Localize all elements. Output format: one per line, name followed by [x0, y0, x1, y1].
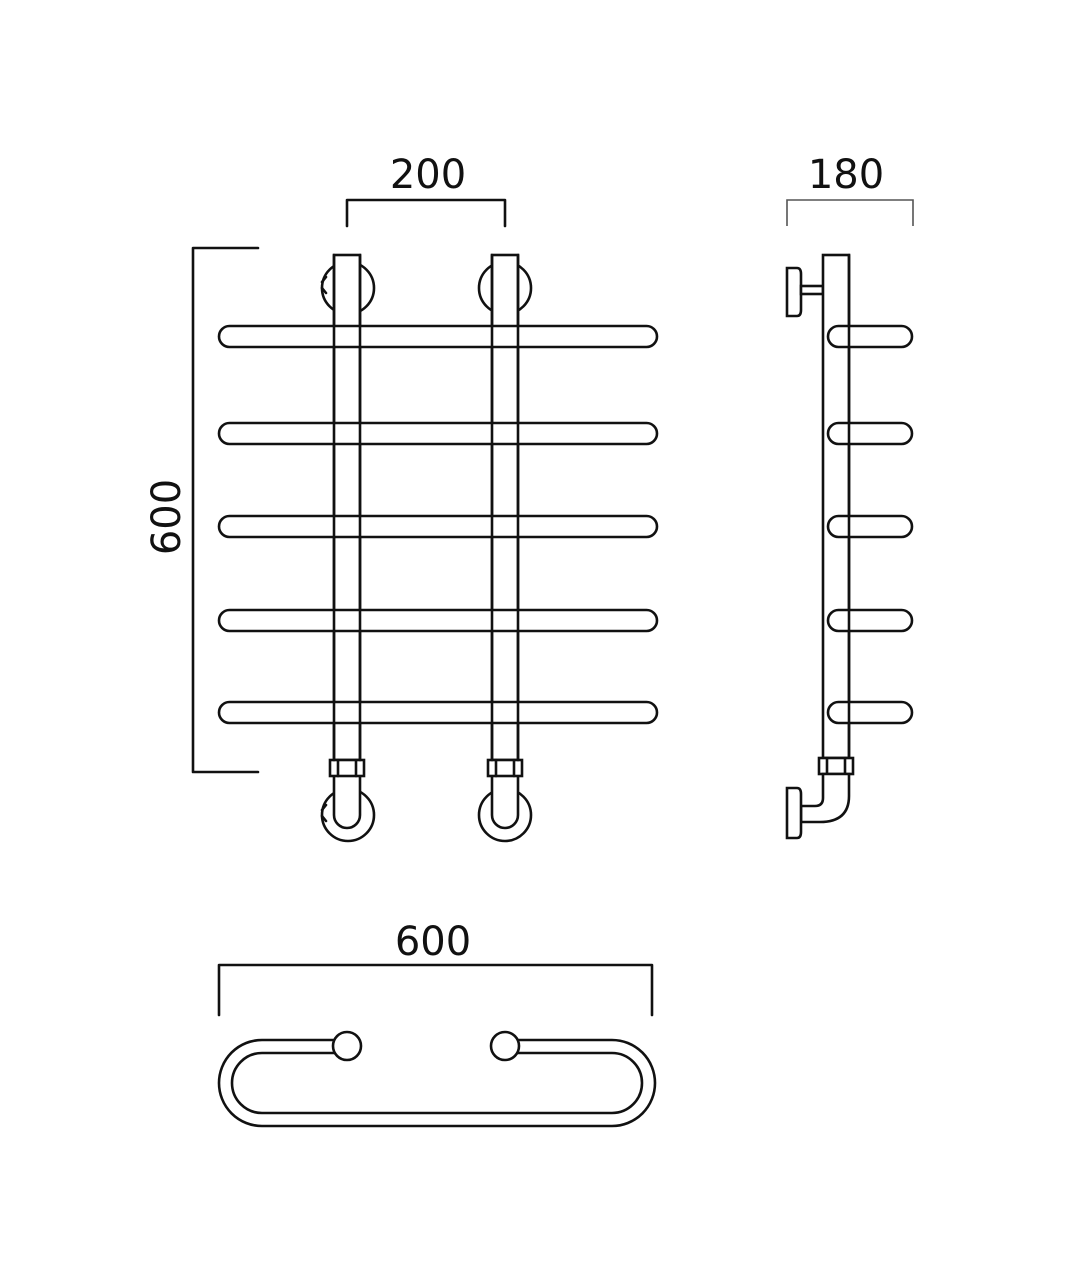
dimension-top-width: 600 — [217, 919, 654, 1017]
side-nut-fitting — [817, 756, 855, 776]
top-view-outer-loop — [217, 1038, 657, 1128]
dimension-front-height: 600 — [144, 246, 260, 774]
horizontal-bar-5 — [217, 700, 659, 725]
side-bracket-arm-top — [799, 284, 825, 296]
side-bar-3 — [826, 514, 914, 539]
u-bend-right — [490, 773, 520, 830]
top-view — [217, 1030, 657, 1128]
side-wall-bracket-top — [785, 266, 803, 318]
horizontal-bar-1 — [217, 324, 659, 349]
side-bar-1 — [826, 324, 914, 349]
side-bar-4 — [826, 608, 914, 633]
side-view — [785, 253, 914, 840]
nut-fitting-right — [486, 758, 524, 778]
dimension-side-depth-label: 180 — [808, 152, 884, 198]
side-bar-5 — [826, 700, 914, 725]
horizontal-bar-4 — [217, 608, 659, 633]
horizontal-bar-3 — [217, 514, 659, 539]
dimension-front-width: 200 — [345, 152, 507, 228]
dimension-top-width-label: 600 — [395, 919, 471, 965]
side-bar-2 — [826, 421, 914, 446]
top-view-mount-right — [489, 1030, 521, 1062]
top-view-mount-left — [331, 1030, 363, 1062]
u-bend-left — [332, 773, 362, 830]
front-view — [217, 253, 659, 843]
side-wall-bracket-bottom — [785, 786, 803, 840]
horizontal-bar-2 — [217, 421, 659, 446]
dimension-front-width-label: 200 — [390, 152, 466, 198]
side-elbow-pipe — [799, 772, 851, 824]
dimension-side-depth: 180 — [786, 152, 914, 226]
nut-fitting-left — [328, 758, 366, 778]
top-view-inner-loop — [230, 1051, 644, 1115]
dimension-front-height-label: 600 — [144, 479, 190, 555]
